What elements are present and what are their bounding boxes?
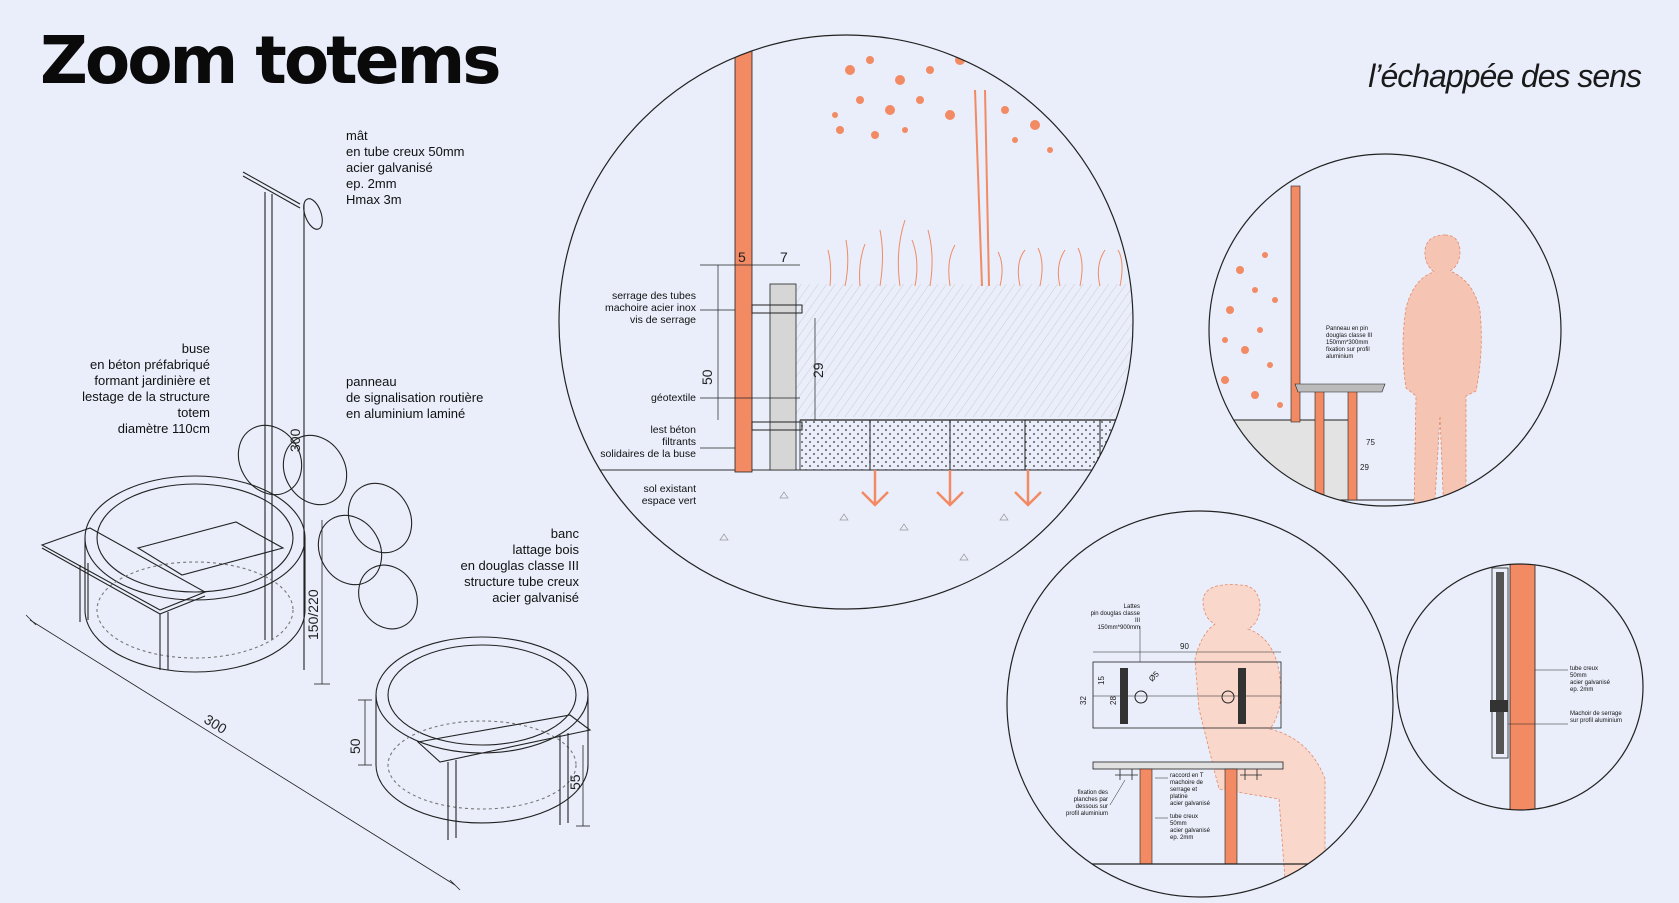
dim-150-220: 150/220 [305, 589, 321, 640]
bench-dim-28: 28 [1109, 696, 1118, 705]
label-serrage: serrage des tubes machoire acier inox vi… [605, 290, 696, 326]
label-banc-line2: en douglas classe III [460, 558, 579, 573]
label-machoir: Machoir de serrage sur profil aluminium [1570, 711, 1622, 725]
label-banc: banc lattage bois en douglas classe III … [460, 526, 579, 606]
bench-detail [1006, 510, 1394, 898]
dim-50: 50 [347, 738, 363, 754]
label-buse-line3: lestage de la structure [82, 389, 210, 404]
label-bench-tube-4: ep. 2mm [1170, 835, 1194, 841]
person-dim-29: 29 [1360, 463, 1369, 472]
label-lattes-4: 150mm*900mm [1097, 625, 1140, 631]
label-buse-line2: formant jardinière et [94, 373, 210, 388]
label-mat-title: mât [346, 128, 368, 143]
label-bench-tube-1: tube creux [1170, 814, 1199, 820]
label-tube-creux-3: acier galvanisé [1570, 680, 1611, 686]
label-panneau-line1: de signalisation routière [346, 390, 484, 405]
label-panneau-note-1: Panneau en pin [1326, 326, 1369, 332]
label-panneau-note: Panneau en pin douglas classe III 150mm*… [1326, 326, 1372, 361]
label-machoir-2: sur profil aluminium [1570, 718, 1623, 724]
label-lest: lest béton filtrants solidaires de la bu… [600, 424, 696, 460]
label-machoir-1: Machoir de serrage [1570, 711, 1622, 717]
dim-55: 55 [567, 774, 583, 790]
bench-dim-15: 15 [1097, 676, 1106, 685]
label-buse-line1: en béton préfabriqué [90, 357, 210, 372]
label-mat: mât en tube creux 50mm acier galvanisé e… [346, 128, 465, 208]
label-raccord-1: raccord en T [1170, 773, 1204, 779]
label-mat-line2: acier galvanisé [346, 160, 433, 175]
label-geotextile: géotextile [651, 392, 696, 404]
label-sol-line1: sol existant [643, 483, 696, 495]
label-panneau-line2: en aluminium laminé [346, 406, 466, 421]
label-mat-line1: en tube creux 50mm [346, 144, 465, 159]
label-lest-line2: filtrants [662, 436, 696, 448]
label-serrage-line3: vis de serrage [630, 314, 696, 326]
label-tube-creux-4: ep. 2mm [1570, 687, 1594, 693]
label-buse-title: buse [181, 341, 210, 356]
label-raccord-5: acier galvanisé [1170, 801, 1211, 807]
label-lest-line3: solidaires de la buse [600, 448, 696, 460]
bench-dim-32: 32 [1079, 696, 1088, 705]
label-raccord-4: platine [1170, 794, 1188, 800]
label-bench-tube-2: 50mm [1170, 821, 1187, 827]
section-dim-5: 5 [738, 249, 746, 265]
label-panneau-note-5: aluminium [1326, 354, 1354, 360]
section-dim-50: 50 [699, 369, 715, 385]
label-bench-tube-3: acier galvanisé [1170, 828, 1211, 834]
label-raccord-3: serrage et [1170, 787, 1198, 793]
label-mat-line3: ep. 2mm [346, 176, 397, 191]
axonometric-totems [25, 171, 592, 891]
label-panneau: panneau de signalisation routière en alu… [346, 374, 483, 422]
label-lattes: Lattes pin douglas classe III 150mm*900m… [1090, 604, 1140, 632]
bench-dim-90: 90 [1180, 642, 1189, 651]
label-serrage-line2: machoire acier inox [604, 302, 696, 314]
page-subtitle: l’échappée des sens [1368, 58, 1642, 94]
label-tube-creux-2: 50mm [1570, 673, 1587, 679]
label-fixation-1: fixation des [1077, 790, 1108, 796]
dim-300-panel: 300 [287, 428, 303, 452]
label-raccord: raccord en T machoire de serrage et plat… [1170, 773, 1210, 808]
label-buse-line4: totem [177, 405, 210, 420]
label-lattes-1: Lattes [1123, 604, 1140, 610]
label-banc-line4: acier galvanisé [492, 590, 579, 605]
bench-dim-diam5: Ø5 [1147, 669, 1161, 683]
label-fixation-2: planches par [1073, 797, 1108, 803]
label-fixation-3: dessous sur [1075, 804, 1108, 810]
label-panneau-note-2: douglas classe III [1326, 333, 1373, 339]
label-tube-creux-1: tube creux [1570, 666, 1599, 672]
label-lattes-2: pin douglas classe [1090, 611, 1140, 617]
section-dim-29: 29 [810, 362, 826, 378]
label-serrage-line1: serrage des tubes [611, 290, 696, 302]
label-mat-line4: Hmax 3m [346, 192, 402, 207]
label-panneau-note-3: 150mm*300mm [1326, 340, 1369, 346]
label-fixation-4: profil aluminium [1065, 811, 1108, 817]
label-fixation: fixation des planches par dessous sur pr… [1058, 790, 1108, 818]
label-lest-line1: lest béton [650, 424, 696, 436]
label-buse-line5: diamètre 110cm [117, 421, 210, 436]
label-buse: buse en béton préfabriqué formant jardin… [82, 341, 210, 437]
label-banc-line1: lattage bois [512, 542, 580, 557]
person-dim-75: 75 [1366, 438, 1375, 447]
label-panneau-title: panneau [346, 374, 397, 389]
section-detail [558, 34, 1134, 610]
section-dim-7: 7 [780, 249, 788, 265]
label-bench-tube: tube creux 50mm acier galvanisé ep. 2mm [1170, 814, 1210, 842]
page-title: Zoom totems [40, 22, 502, 99]
person-view-detail [1208, 153, 1562, 507]
label-lattes-3: III [1134, 618, 1140, 624]
label-raccord-2: machoire de [1170, 780, 1204, 786]
label-tube-creux: tube creux 50mm acier galvanisé ep. 2mm [1570, 666, 1610, 694]
label-panneau-note-4: fixation sur profil [1326, 347, 1370, 353]
dim-300-long: 300 [201, 711, 229, 737]
label-banc-title: banc [550, 526, 579, 541]
label-sol: sol existant espace vert [642, 483, 696, 507]
label-sol-line2: espace vert [641, 495, 696, 507]
tube-detail [1396, 563, 1644, 811]
label-banc-line3: structure tube creux [464, 574, 579, 589]
